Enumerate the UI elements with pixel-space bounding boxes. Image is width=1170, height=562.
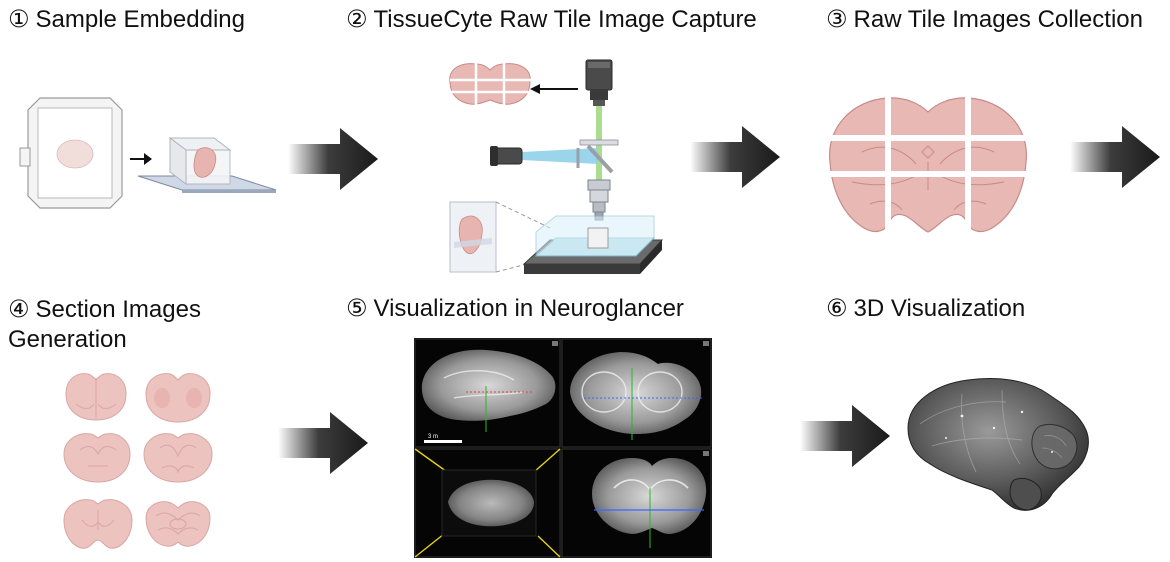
section-image-2 bbox=[145, 373, 211, 423]
sample-inset bbox=[449, 201, 551, 273]
tile-grid-lines bbox=[822, 92, 1034, 244]
step-5-label: Visualization in Neuroglancer bbox=[373, 295, 684, 322]
step-1-label: Sample Embedding bbox=[35, 6, 245, 33]
raw-tile-brain-section bbox=[822, 92, 1034, 244]
section-image-4 bbox=[143, 433, 213, 483]
step-4-number: ④ bbox=[8, 296, 30, 323]
arrow-2-to-3 bbox=[690, 126, 780, 188]
capture-arrow bbox=[530, 84, 578, 94]
arrow-4-to-5 bbox=[278, 412, 368, 474]
ng-panel-button[interactable] bbox=[703, 451, 709, 456]
tissuecyte-setup-illustration bbox=[449, 59, 664, 274]
ng-scale-bar bbox=[424, 440, 462, 443]
step-4-label-line1: Section Images bbox=[35, 296, 201, 323]
step-5-number: ⑤ bbox=[346, 295, 368, 322]
ng-panel-button[interactable] bbox=[703, 341, 709, 346]
embedding-mold bbox=[19, 97, 123, 209]
ng-sagittal-brain bbox=[421, 349, 556, 432]
step-3-label: Raw Tile Images Collection bbox=[853, 6, 1143, 33]
arrow-3-to-4 bbox=[1070, 126, 1160, 188]
ng-3d-view bbox=[414, 448, 561, 558]
sample-embedding-illustration bbox=[19, 97, 277, 209]
section-images-grid bbox=[63, 373, 213, 549]
step-6-number: ⑥ bbox=[826, 295, 848, 322]
step-4-label-line2: Generation bbox=[8, 326, 127, 353]
ng-scale-bar-label: 3 m bbox=[428, 434, 438, 440]
neuroglancer-viewer: 3 m bbox=[414, 338, 712, 558]
section-image-1 bbox=[65, 373, 127, 421]
step-2-label: TissueCyte Raw Tile Image Capture bbox=[373, 6, 757, 33]
ng-axial-brain bbox=[570, 352, 704, 440]
step-2-number: ② bbox=[346, 6, 368, 33]
step-3-number: ③ bbox=[826, 6, 848, 33]
step-1-number: ① bbox=[8, 6, 30, 33]
arrow-1-to-2 bbox=[288, 128, 378, 190]
ng-coronal-brain bbox=[592, 458, 707, 548]
ng-panel-button[interactable] bbox=[552, 341, 558, 346]
water-bath-stage bbox=[522, 215, 664, 274]
agar-cube bbox=[168, 137, 232, 185]
step-6-label: 3D Visualization bbox=[853, 295, 1026, 322]
dichroic-mirror bbox=[586, 144, 614, 174]
3d-brain-rendering bbox=[907, 378, 1089, 511]
arrow-5-to-6 bbox=[800, 405, 890, 467]
camera-icon bbox=[585, 59, 613, 106]
embedding-small-arrow bbox=[130, 153, 152, 165]
section-image-3 bbox=[63, 433, 131, 483]
laser-icon bbox=[490, 146, 523, 166]
section-image-5 bbox=[63, 499, 133, 549]
section-image-6 bbox=[145, 501, 211, 547]
objective-lens bbox=[587, 179, 611, 221]
captured-tile-section bbox=[449, 60, 532, 108]
excitation-beam bbox=[522, 148, 598, 164]
filter bbox=[579, 139, 619, 146]
